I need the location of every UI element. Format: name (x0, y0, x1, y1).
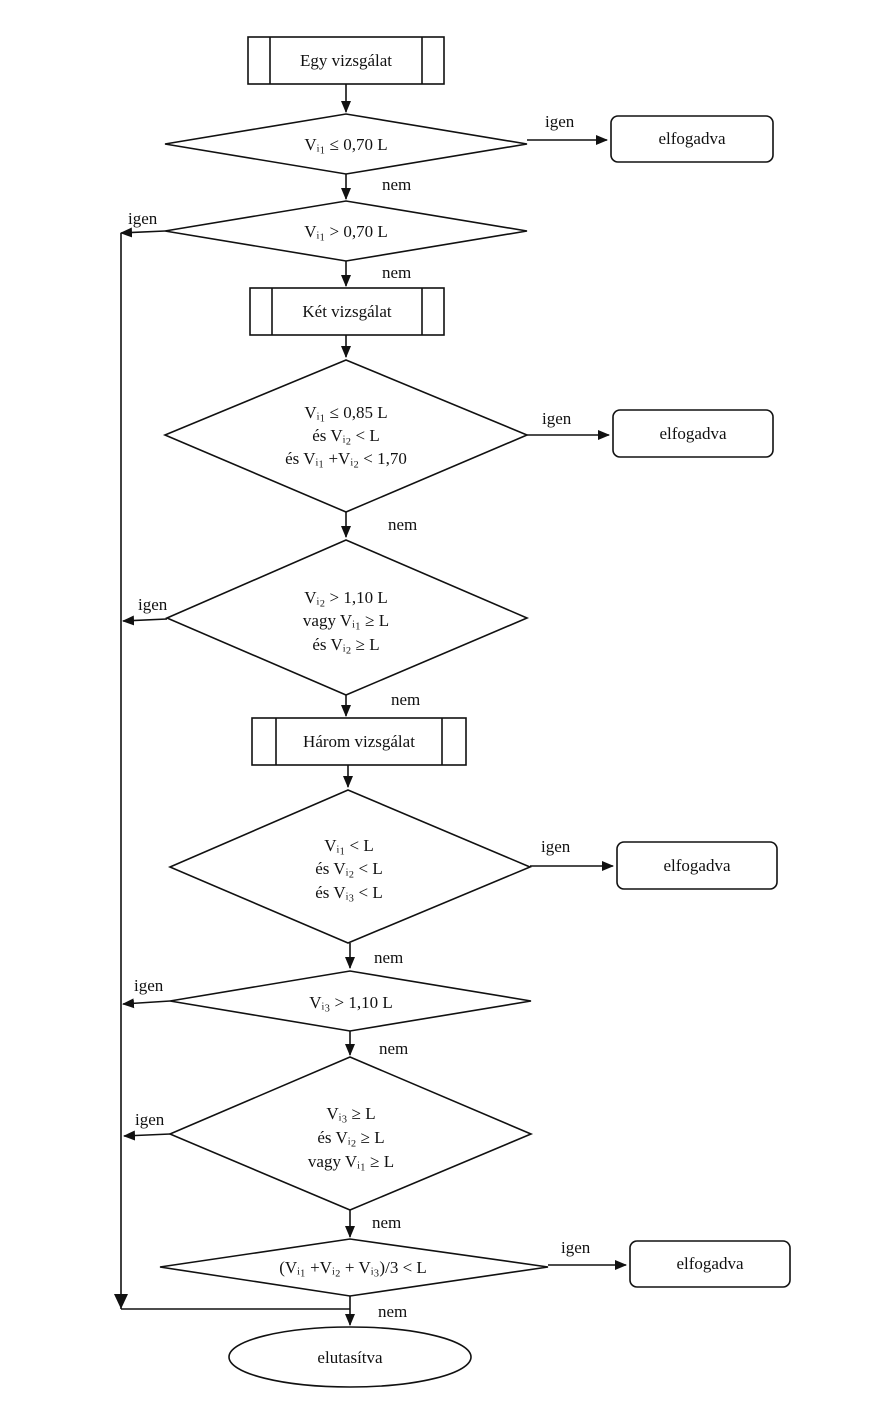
terminal-rejected: elutasítva (228, 1326, 472, 1388)
no-label: nem (391, 690, 420, 709)
decision-line: Vᵢ₁ ≤ 0,85 L (304, 403, 387, 422)
decision-line: és Vᵢ₂ ≥ L (312, 635, 379, 654)
no-label: nem (374, 948, 403, 967)
decision-8: (Vᵢ₁ +Vᵢ₂ + Vᵢ₃)/3 < L (159, 1238, 549, 1297)
no-label: nem (379, 1039, 408, 1058)
accepted-box-4: elfogadva (629, 1240, 791, 1288)
accepted-label: elfogadva (659, 424, 726, 443)
process-label: Egy vizsgálat (300, 51, 392, 70)
decision-line: vagy Vᵢ₁ ≥ L (308, 1152, 394, 1171)
no-label: nem (378, 1302, 407, 1321)
accepted-label: elfogadva (658, 129, 725, 148)
decision-line: (Vᵢ₁ +Vᵢ₂ + Vᵢ₃)/3 < L (279, 1258, 427, 1277)
yes-arrow (122, 998, 171, 1009)
decision-line: és Vᵢ₃ < L (315, 883, 383, 902)
no-label: nem (388, 515, 417, 534)
decision-7: Vᵢ₃ ≥ L és Vᵢ₂ ≥ L vagy Vᵢ₁ ≥ L (167, 1056, 534, 1211)
accepted-box-3: elfogadva (616, 841, 778, 890)
decision-line: és Vᵢ₂ < L (312, 426, 380, 445)
yes-label: igen (542, 409, 572, 428)
accepted-label: elfogadva (663, 856, 730, 875)
decision-3: Vᵢ₁ ≤ 0,85 L és Vᵢ₂ < L és Vᵢ₁ +Vᵢ₂ < 1,… (162, 359, 530, 513)
accepted-label: elfogadva (676, 1254, 743, 1273)
process-label: Három vizsgálat (303, 732, 415, 751)
decision-5: Vᵢ₁ < L és Vᵢ₂ < L és Vᵢ₃ < L (167, 789, 533, 944)
yes-arrow (123, 1130, 171, 1141)
decision-2: Vᵢ₁ > 0,70 L (164, 200, 528, 262)
accepted-box-2: elfogadva (612, 409, 774, 458)
yes-label: igen (138, 595, 168, 614)
decision-line: Vᵢ₁ > 0,70 L (304, 222, 387, 241)
collector-arrowhead (114, 1294, 128, 1309)
yes-arrow (122, 615, 168, 626)
decision-line: Vᵢ₁ < L (324, 836, 373, 855)
yes-label: igen (128, 209, 158, 228)
terminal-label: elutasítva (317, 1348, 383, 1367)
process-label: Két vizsgálat (302, 302, 391, 321)
decision-line: és Vᵢ₂ < L (315, 859, 383, 878)
decision-line: Vᵢ₃ > 1,10 L (309, 993, 392, 1012)
no-label: nem (382, 175, 411, 194)
decision-line: Vᵢ₁ ≤ 0,70 L (304, 135, 387, 154)
decision-4: Vᵢ₂ > 1,10 L vagy Vᵢ₁ ≥ L és Vᵢ₂ ≥ L (164, 539, 530, 696)
decision-line: és Vᵢ₁ +Vᵢ₂ < 1,70 (285, 449, 407, 468)
decision-1: Vᵢ₁ ≤ 0,70 L (164, 113, 528, 175)
process-box-ket-vizsgalat: Két vizsgálat (249, 287, 445, 336)
decision-line: és Vᵢ₂ ≥ L (317, 1128, 384, 1147)
yes-label: igen (545, 112, 575, 131)
process-box-egy-vizsgalat: Egy vizsgálat (247, 36, 445, 85)
decision-line: vagy Vᵢ₁ ≥ L (303, 611, 389, 630)
no-label: nem (382, 263, 411, 282)
yes-label: igen (135, 1110, 165, 1129)
no-label: nem (372, 1213, 401, 1232)
process-box-harom-vizsgalat: Három vizsgálat (251, 717, 467, 766)
accepted-box-1: elfogadva (610, 115, 774, 163)
decision-line: Vᵢ₃ ≥ L (326, 1104, 375, 1123)
yes-label: igen (561, 1238, 591, 1257)
yes-label: igen (541, 837, 571, 856)
decision-6: Vᵢ₃ > 1,10 L (169, 970, 532, 1032)
decision-line: Vᵢ₂ > 1,10 L (304, 588, 387, 607)
yes-arrow (120, 227, 166, 238)
yes-label: igen (134, 976, 164, 995)
